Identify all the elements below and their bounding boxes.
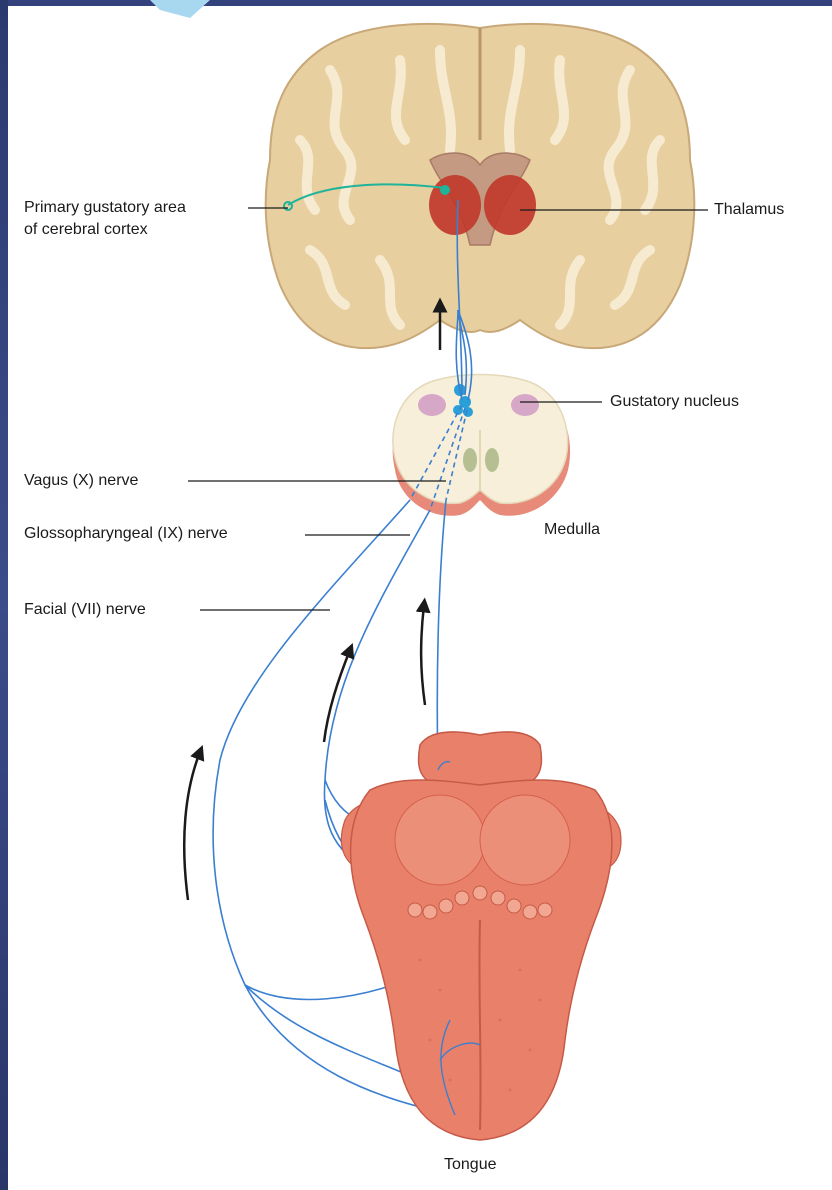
ascending-arrow-facial	[184, 752, 200, 900]
ascending-arrow-glosso	[324, 650, 350, 742]
label-glossopharyngeal-nerve: Glossopharyngeal (IX) nerve	[24, 524, 228, 544]
thalamus-right	[484, 175, 536, 235]
label-primary-gustatory-area: Primary gustatory area	[24, 198, 186, 218]
ascending-arrow-vagus	[421, 605, 425, 705]
label-primary-gustatory-area-cont: of cerebral cortex	[24, 220, 148, 240]
label-vagus-nerve: Vagus (X) nerve	[24, 471, 138, 491]
thalamus-left	[429, 175, 481, 235]
tongue	[341, 732, 621, 1140]
label-medulla: Medulla	[544, 520, 600, 540]
label-thalamus: Thalamus	[714, 200, 784, 220]
label-tongue: Tongue	[444, 1155, 497, 1175]
label-gustatory-nucleus: Gustatory nucleus	[610, 392, 739, 412]
medulla	[393, 375, 571, 516]
brain-section	[266, 24, 695, 348]
label-facial-nerve: Facial (VII) nerve	[24, 600, 146, 620]
